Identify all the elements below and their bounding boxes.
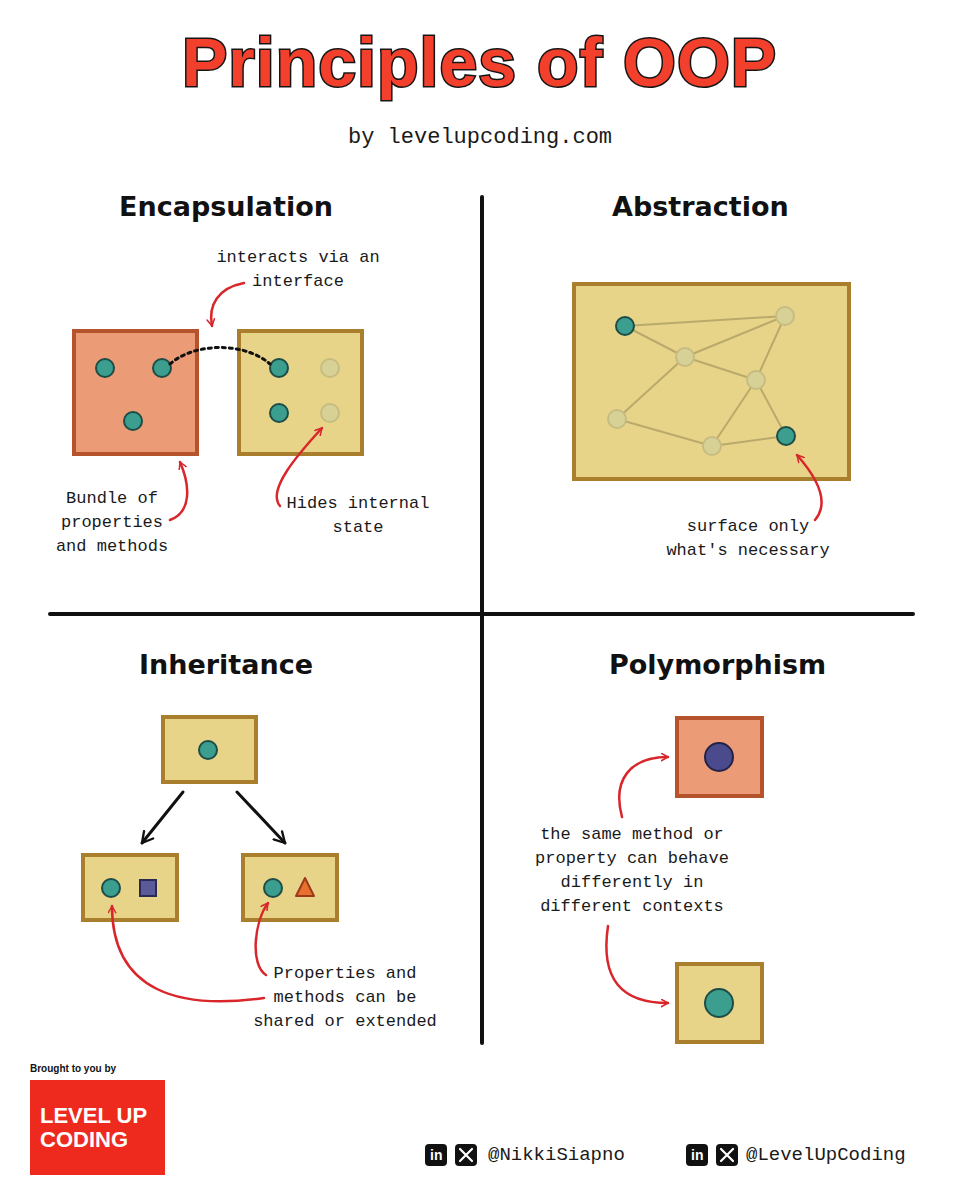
object-box: [239, 331, 362, 454]
abstraction-illustration: [574, 284, 849, 520]
brand-block: Brought to you by LEVEL UP CODING: [30, 1062, 165, 1175]
social-handle: @LevelUpCoding: [746, 1143, 906, 1167]
child-box: [83, 855, 177, 920]
inherit-arrow: [142, 792, 183, 843]
leader-arrow: [606, 926, 668, 1003]
triangle-member: [296, 878, 314, 896]
member-dot: [777, 427, 795, 445]
section-heading: Abstraction: [612, 190, 789, 224]
x-mark: [460, 1149, 472, 1161]
annotation: surface only what's necessary: [662, 515, 834, 563]
hidden-dot: [321, 404, 339, 422]
brand-logo-box: LEVEL UP CODING: [30, 1080, 165, 1175]
network-line: [685, 357, 756, 380]
network-lines: [617, 316, 786, 446]
leader-arrow: [256, 903, 268, 975]
linkedin-icon: [425, 1144, 447, 1166]
leader-arrow: [211, 283, 244, 326]
interface-link: [170, 348, 270, 365]
inheritance-illustration: [83, 717, 337, 1001]
social-handle: @NikkiSiapno: [488, 1143, 625, 1167]
member-dot: [264, 879, 282, 897]
section-heading: Polymorphism: [609, 648, 826, 682]
encapsulation-illustration: [74, 283, 362, 520]
hidden-dot: [608, 410, 626, 428]
member-dot: [96, 359, 114, 377]
member-dot: [124, 412, 142, 430]
linkedin-icon: [686, 1144, 708, 1166]
subtitle: by levelupcoding.com: [348, 124, 612, 152]
hidden-dot: [676, 348, 694, 366]
x-mark: [721, 1149, 733, 1161]
annotation: Hides internal state: [283, 492, 433, 540]
linkedin-icon-text: in: [691, 1145, 703, 1165]
object-box: [677, 964, 762, 1042]
hidden-dot: [776, 307, 794, 325]
inherit-arrow: [237, 792, 285, 843]
method-dot: [705, 743, 733, 771]
hidden-dot: [321, 359, 339, 377]
page-title: Principles of OOP: [182, 22, 777, 102]
x-icon: [455, 1144, 477, 1166]
annotation: Bundle of properties and methods: [46, 487, 178, 559]
member-dot: [270, 404, 288, 422]
linkedin-icon-text: in: [430, 1145, 442, 1165]
leader-arrow: [112, 906, 264, 1001]
horizontal-divider: [50, 612, 913, 616]
vertical-divider: [480, 197, 484, 1043]
hidden-dot: [703, 437, 721, 455]
leader-arrow: [619, 757, 668, 817]
section-heading: Encapsulation: [119, 190, 333, 224]
annotation: Properties and methods can be shared or …: [249, 962, 441, 1034]
parent-box: [163, 717, 256, 782]
member-dot: [270, 359, 288, 377]
network-line: [712, 436, 786, 446]
leader-arrow: [170, 462, 187, 520]
object-box: [574, 284, 849, 479]
member-dot: [102, 879, 120, 897]
network-line: [617, 357, 685, 419]
network-line: [625, 326, 685, 357]
social-icons: [425, 1144, 738, 1166]
member-dot: [199, 741, 217, 759]
annotation: the same method or property can behave d…: [521, 823, 743, 919]
member-dot: [153, 359, 171, 377]
square-member: [140, 880, 156, 896]
leader-arrow: [797, 455, 822, 520]
network-line: [712, 380, 756, 446]
quadrant-dividers: [50, 197, 913, 1043]
annotation: interacts via an interface: [208, 246, 388, 294]
brand-logo-text: LEVEL UP CODING: [40, 1104, 155, 1152]
network-line: [756, 316, 785, 380]
x-icon: [716, 1144, 738, 1166]
brand-heading: Brought to you by: [30, 1062, 165, 1076]
member-dot: [616, 317, 634, 335]
section-heading: Inheritance: [139, 648, 313, 682]
network-line: [617, 419, 712, 446]
method-dot: [705, 989, 733, 1017]
child-box: [243, 855, 337, 920]
network-line: [625, 316, 785, 326]
object-box: [677, 718, 762, 796]
object-box: [74, 331, 197, 454]
hidden-dot: [747, 371, 765, 389]
